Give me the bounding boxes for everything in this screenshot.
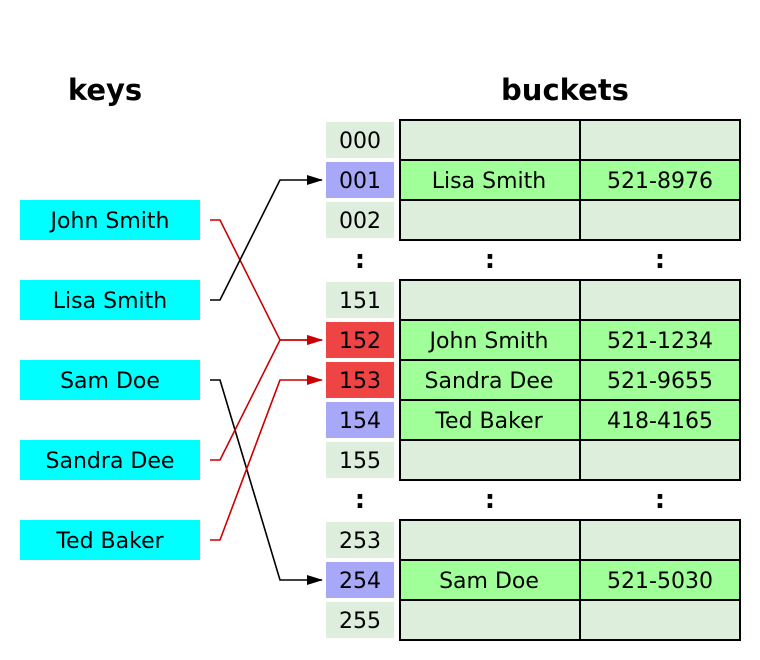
bucket-group: 000 001 Lisa Smith 521-8976 002 bbox=[326, 119, 741, 241]
name-cell bbox=[399, 359, 581, 401]
phone-cell bbox=[579, 279, 741, 321]
ellipsis: : bbox=[355, 485, 365, 515]
index-label: 254 bbox=[339, 569, 381, 594]
bucket-row-253: 253 bbox=[326, 519, 741, 561]
bucket-phone: 521-8976 bbox=[607, 169, 713, 194]
bucket-group-border bbox=[399, 119, 741, 241]
phone-cell bbox=[579, 159, 741, 201]
index-label: 152 bbox=[339, 329, 381, 354]
arrows bbox=[210, 175, 323, 585]
bucket-phone: 418-4165 bbox=[607, 409, 713, 434]
key-box bbox=[20, 200, 200, 240]
index-cell bbox=[326, 202, 394, 238]
name-cell bbox=[399, 439, 581, 481]
phone-cell bbox=[579, 399, 741, 441]
ellipsis-rows: :::::: bbox=[355, 245, 665, 515]
key-label: Ted Baker bbox=[55, 529, 164, 554]
index-cell bbox=[326, 562, 394, 598]
index-cell bbox=[326, 122, 394, 158]
ellipsis: : bbox=[655, 245, 665, 275]
arrow-254 bbox=[210, 379, 323, 585]
bucket-name: Sandra Dee bbox=[425, 369, 554, 394]
phone-cell bbox=[579, 359, 741, 401]
bucket-name: Lisa Smith bbox=[432, 169, 546, 194]
index-cell bbox=[326, 442, 394, 478]
name-cell bbox=[399, 519, 581, 561]
index-cell bbox=[326, 402, 394, 438]
name-cell bbox=[399, 199, 581, 241]
bucket-name: Ted Baker bbox=[434, 409, 543, 434]
phone-cell bbox=[579, 599, 741, 641]
key-label: Sam Doe bbox=[60, 369, 160, 394]
name-cell bbox=[399, 599, 581, 641]
bucket-row-154: 154 Ted Baker 418-4165 bbox=[326, 399, 741, 441]
index-label: 253 bbox=[339, 529, 381, 554]
index-cell bbox=[326, 282, 394, 318]
key-label: Sandra Dee bbox=[46, 449, 175, 474]
ellipsis: : bbox=[655, 485, 665, 515]
bucket-row-001: 001 Lisa Smith 521-8976 bbox=[326, 159, 741, 201]
key-item: Ted Baker bbox=[20, 520, 200, 560]
bucket-row-155: 155 bbox=[326, 439, 741, 481]
key-label: John Smith bbox=[49, 209, 170, 234]
ellipsis: : bbox=[485, 245, 495, 275]
name-cell bbox=[399, 279, 581, 321]
bucket-name: John Smith bbox=[428, 329, 549, 354]
ellipsis: : bbox=[485, 485, 495, 515]
name-cell bbox=[399, 119, 581, 161]
key-box bbox=[20, 280, 200, 320]
key-label: Lisa Smith bbox=[53, 289, 167, 314]
bucket-group-border bbox=[399, 279, 741, 481]
buckets-title: buckets bbox=[501, 73, 629, 107]
index-label: 155 bbox=[339, 449, 381, 474]
index-label: 002 bbox=[339, 209, 381, 234]
bucket-row-152: 152 John Smith 521-1234 bbox=[326, 319, 741, 361]
phone-cell bbox=[579, 439, 741, 481]
phone-cell bbox=[579, 519, 741, 561]
key-box bbox=[20, 520, 200, 560]
index-label: 151 bbox=[339, 289, 381, 314]
bucket-row-153: 153 Sandra Dee 521-9655 bbox=[326, 359, 741, 401]
bucket-phone: 521-1234 bbox=[607, 329, 713, 354]
bucket-name: Sam Doe bbox=[439, 569, 539, 594]
index-label: 154 bbox=[339, 409, 381, 434]
buckets-column: 000 001 Lisa Smith 521-8976 002 151 152 John Sm… bbox=[326, 119, 741, 641]
key-item: John Smith bbox=[20, 200, 200, 240]
ellipsis: : bbox=[355, 245, 365, 275]
phone-cell bbox=[579, 199, 741, 241]
arrow-152 bbox=[210, 335, 323, 461]
key-item: Lisa Smith bbox=[20, 280, 200, 320]
bucket-phone: 521-5030 bbox=[607, 569, 713, 594]
index-cell bbox=[326, 362, 394, 398]
index-label: 255 bbox=[339, 609, 381, 634]
bucket-row-002: 002 bbox=[326, 199, 741, 241]
key-item: Sam Doe bbox=[20, 360, 200, 400]
index-label: 153 bbox=[339, 369, 381, 394]
bucket-row-254: 254 Sam Doe 521-5030 bbox=[326, 559, 741, 601]
phone-cell bbox=[579, 559, 741, 601]
bucket-phone: 521-9655 bbox=[607, 369, 713, 394]
index-cell bbox=[326, 322, 394, 358]
bucket-group: 253 254 Sam Doe 521-5030 255 bbox=[326, 519, 741, 641]
index-cell bbox=[326, 522, 394, 558]
bucket-group: 151 152 John Smith 521-1234 153 Sandra Dee 521… bbox=[326, 279, 741, 481]
key-item: Sandra Dee bbox=[20, 440, 200, 480]
phone-cell bbox=[579, 119, 741, 161]
index-cell bbox=[326, 162, 394, 198]
bucket-row-000: 000 bbox=[326, 119, 741, 161]
bucket-row-151: 151 bbox=[326, 279, 741, 321]
bucket-row-255: 255 bbox=[326, 599, 741, 641]
arrow-152 bbox=[210, 219, 323, 345]
arrow-153 bbox=[210, 375, 323, 541]
index-label: 000 bbox=[339, 129, 381, 154]
arrow-001 bbox=[210, 175, 323, 301]
index-cell bbox=[326, 602, 394, 638]
bucket-group-border bbox=[399, 519, 741, 641]
key-box bbox=[20, 360, 200, 400]
keys-title: keys bbox=[68, 73, 142, 107]
key-box bbox=[20, 440, 200, 480]
index-label: 001 bbox=[339, 169, 381, 194]
